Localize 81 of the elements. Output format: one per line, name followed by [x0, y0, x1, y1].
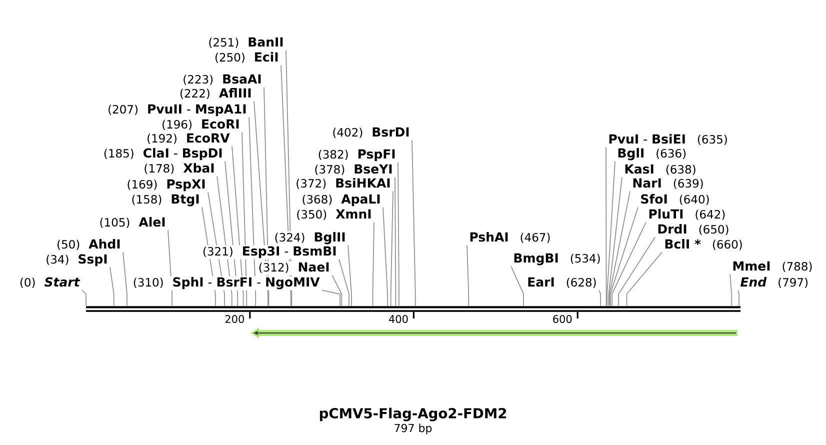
leader-line: [618, 236, 656, 306]
leader-line: [372, 222, 374, 306]
enzyme-label: (169) PspXI: [128, 179, 205, 192]
leader-line: [412, 140, 416, 306]
leader-line: [110, 266, 114, 306]
enzyme-label: (223) BsaAI: [184, 74, 261, 86]
leader-line: [168, 230, 172, 306]
leader-line: [606, 146, 607, 306]
leader-line: [398, 162, 400, 306]
leader-line: [608, 176, 622, 306]
enzyme-label: (50) AhdI: [58, 239, 120, 250]
enzyme-label: (192) EcoRV: [148, 133, 230, 144]
leader-line: [510, 266, 524, 306]
enzyme-label: DrdI (650): [658, 224, 728, 236]
leader-line: [382, 206, 388, 306]
sequence-backbone: [86, 306, 740, 312]
enzyme-label: EarI (628): [528, 277, 596, 288]
enzyme-label: (196) EcoRI: [162, 119, 239, 130]
enzyme-label: (350) XmnI: [297, 209, 371, 220]
enzyme-label: (185) ClaI - BspDI: [104, 148, 222, 160]
leader-line: [208, 192, 225, 306]
leader-line: [730, 274, 732, 306]
leader-line: [390, 190, 394, 306]
enzyme-label: (382) PspFI: [318, 149, 395, 162]
leader-line: [248, 116, 256, 306]
scale-label: 400: [388, 315, 408, 323]
leader-line: [202, 206, 216, 306]
scale-label: 200: [225, 315, 244, 323]
enzyme-label: PluTI (642): [649, 209, 725, 220]
enzyme-label: (402) BsrDI: [333, 127, 409, 138]
enzyme-label: (158) BtgI: [132, 194, 199, 206]
enzyme-label: (105) AleI: [100, 217, 165, 228]
leader-line: [286, 50, 292, 306]
enzyme-label: NarI (639): [633, 178, 703, 190]
enzyme-label: (207) PvuII - MspA1I: [108, 104, 246, 116]
enzyme-label: (312) NaeI: [259, 262, 329, 274]
enzyme-label: (310) SphI - BsrFI - NgoMIV: [134, 277, 320, 290]
leader-line: [598, 290, 601, 306]
enzyme-label: PshAI (467): [470, 232, 550, 244]
leader-line: [82, 290, 86, 306]
leader-line: [738, 290, 740, 306]
enzyme-label: BglI (636): [618, 148, 686, 160]
enzyme-label: (178) XbaI: [144, 163, 214, 174]
leader-line: [606, 160, 616, 306]
enzyme-label: KasI (638): [625, 164, 696, 176]
enzyme-label: BclI * (660): [665, 239, 742, 250]
leader-line: [280, 64, 292, 306]
enzyme-label: (34) SspI: [46, 254, 107, 266]
leader-line: [626, 252, 662, 306]
leader-line: [609, 190, 630, 306]
length-label: 797 bp: [394, 424, 432, 434]
enzyme-label: MmeI (788): [733, 261, 812, 272]
enzyme-label: BmgBI (534): [514, 253, 600, 266]
enzyme-label: (372) BsiHKAI: [296, 178, 390, 190]
enzyme-label: (378) BseYI: [315, 164, 392, 176]
sequence-end-label: End (797): [740, 277, 808, 288]
leader-line: [264, 86, 270, 306]
enzyme-label: SfoI (640): [641, 194, 709, 206]
plasmid-title: pCMV5-Flag-Ago2-FDM2: [320, 408, 506, 422]
enzyme-label: (368) ApaLI: [302, 194, 380, 206]
leader-line: [216, 176, 232, 306]
leader-line: [242, 132, 248, 306]
leader-line: [224, 160, 238, 306]
enzyme-label: (324) BglII: [275, 232, 345, 244]
leader-line: [338, 258, 350, 306]
sequence-end-label: (0) Start: [20, 277, 80, 288]
leader-line: [610, 206, 638, 306]
leader-line: [348, 244, 352, 306]
leader-line: [254, 100, 268, 306]
leader-line: [232, 146, 244, 306]
leader-line: [122, 252, 128, 306]
enzyme-label: (222) AflIII: [180, 88, 251, 100]
leader-line: [332, 274, 342, 306]
leader-line: [394, 176, 396, 306]
leader-line: [612, 222, 646, 306]
enzyme-label: (321) Esp3I - BsmBI: [203, 246, 336, 258]
leader-line: [466, 244, 470, 306]
enzyme-label: (250) EciI: [215, 52, 278, 64]
enzyme-label: PvuI - BsiEI (635): [609, 134, 727, 146]
leader-line: [322, 290, 340, 306]
enzyme-label: (251) BanII: [209, 37, 283, 48]
